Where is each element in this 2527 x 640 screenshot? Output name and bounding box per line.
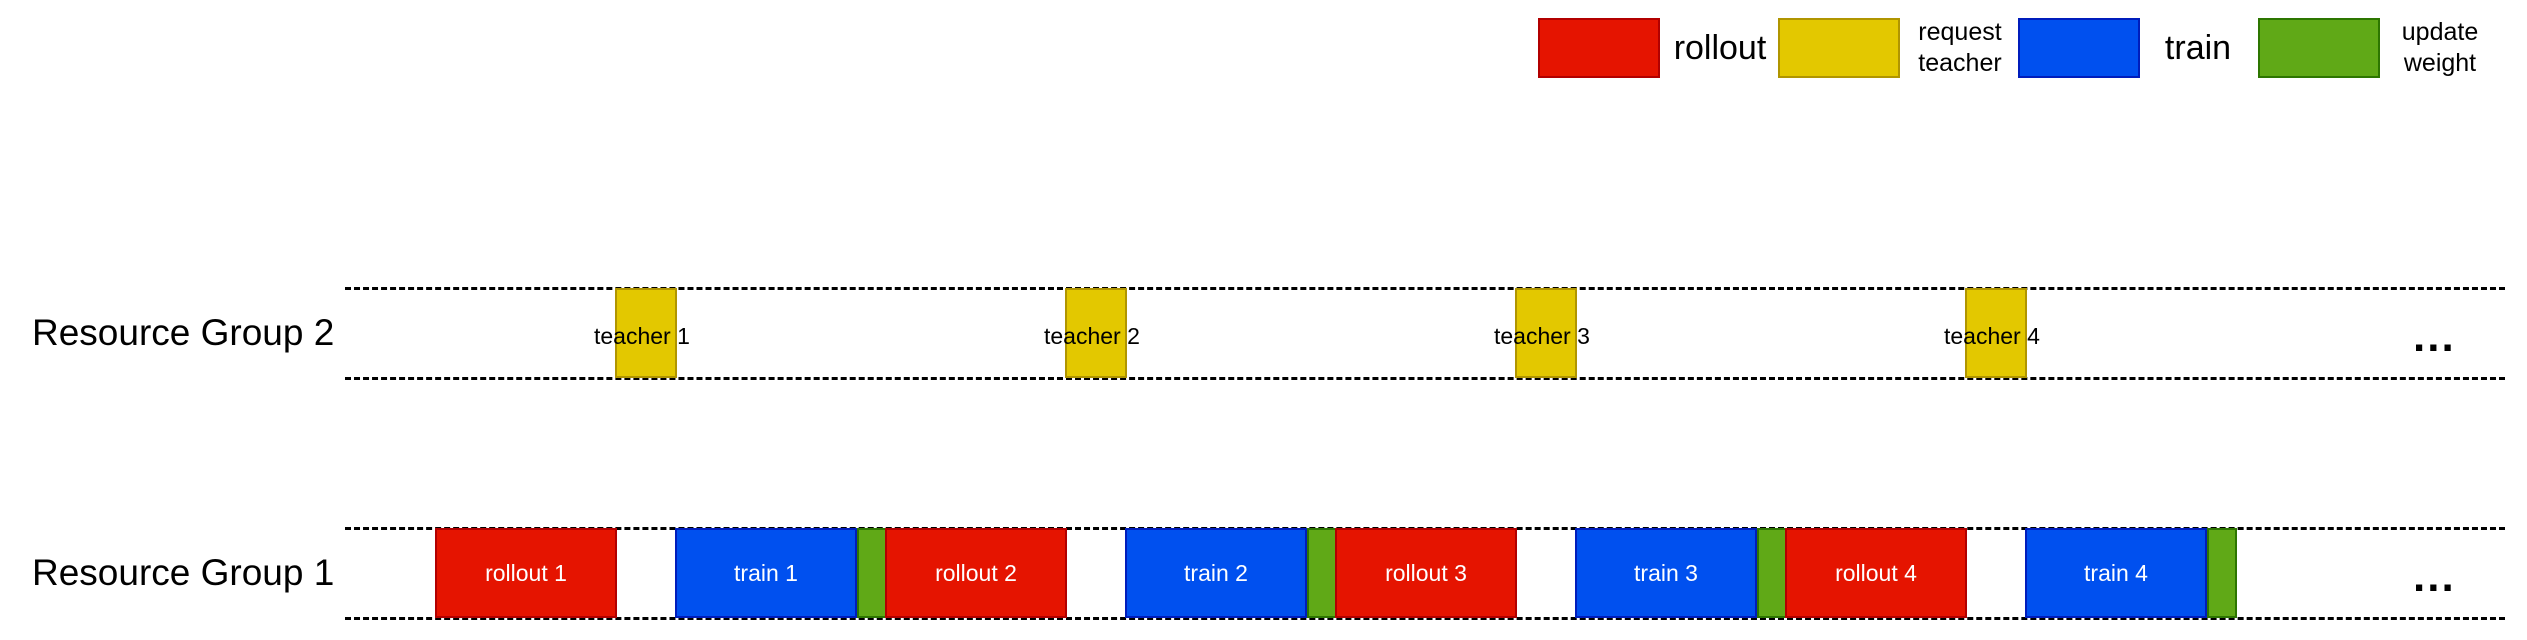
update-weight-block-1 [857,528,887,618]
teacher-block-1 [615,288,677,378]
rg1-ellipsis: ... [2413,552,2456,601]
rg1-bottom-dashed-line [345,617,2505,620]
teacher-label-4: teacher 4 [1944,323,2040,349]
update-weight-block-3 [1757,528,1787,618]
legend-swatch-train [2018,18,2140,78]
rg2-top-dashed-line [345,287,2505,290]
update-weight-block-4 [2207,528,2237,618]
legend-label-train: train [2164,28,2232,67]
group-label-resource-group-1: Resource Group 1 [32,552,335,593]
rollout-block-3: rollout 3 [1335,528,1517,618]
train-block-3: train 3 [1575,528,1757,618]
legend-swatch-update-weight [2258,18,2380,78]
rg2-ellipsis: ... [2413,312,2456,361]
teacher-label-3: teacher 3 [1494,323,1590,349]
teacher-label-1: teacher 1 [594,323,690,349]
legend-swatch-request-teacher [1778,18,1900,78]
legend-label-rollout: rollout [1673,28,1767,67]
legend-swatch-rollout [1538,18,1660,78]
teacher-label-2: teacher 2 [1044,323,1140,349]
update-weight-block-2 [1307,528,1337,618]
train-block-2: train 2 [1125,528,1307,618]
teacher-block-3 [1515,288,1577,378]
train-block-1: train 1 [675,528,857,618]
rg2-bottom-dashed-line [345,377,2505,380]
teacher-block-4 [1965,288,2027,378]
legend-label-request-teacher: request teacher [1918,17,2002,77]
rollout-block-4: rollout 4 [1785,528,1967,618]
group-label-resource-group-2: Resource Group 2 [32,312,335,353]
legend-label-update-weight: update weight [2401,17,2479,77]
rollout-block-2: rollout 2 [885,528,1067,618]
rollout-block-1: rollout 1 [435,528,617,618]
train-block-4: train 4 [2025,528,2207,618]
teacher-block-2 [1065,288,1127,378]
